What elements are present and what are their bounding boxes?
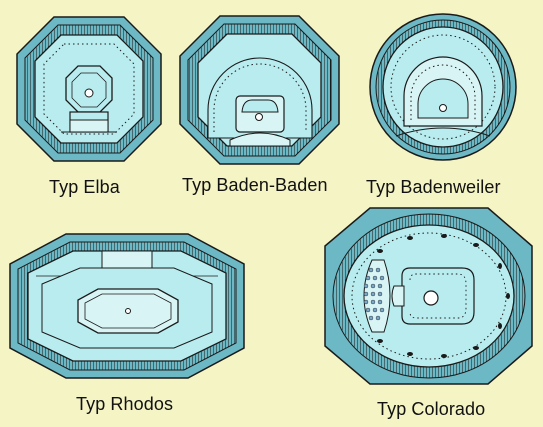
- pool-colorado: [324, 207, 533, 385]
- pool-label-colorado: Typ Colorado: [377, 399, 486, 419]
- pool-rhodos: [9, 233, 245, 379]
- pool-label-rhodos: Typ Rhodos: [76, 394, 174, 414]
- pool-label-baden-baden: Typ Baden-Baden: [182, 175, 328, 195]
- pool-label-elba: Typ Elba: [49, 177, 120, 197]
- pool-badenweiler: [369, 13, 517, 161]
- pool-elba: [16, 16, 162, 162]
- pool-label-badenweiler: Typ Badenweiler: [366, 177, 501, 197]
- pool-baden-baden: [179, 15, 340, 165]
